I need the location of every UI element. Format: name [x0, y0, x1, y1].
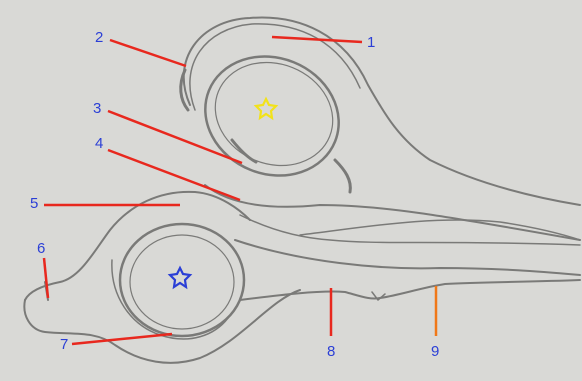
label-9: 9 — [431, 343, 439, 360]
label-1: 1 — [367, 34, 375, 51]
label-4: 4 — [95, 135, 103, 152]
label-8: 8 — [327, 343, 335, 360]
label-6: 6 — [37, 240, 45, 257]
label-3: 3 — [93, 100, 101, 117]
label-5: 5 — [30, 195, 38, 212]
label-7: 7 — [60, 336, 68, 353]
label-2: 2 — [95, 29, 103, 46]
